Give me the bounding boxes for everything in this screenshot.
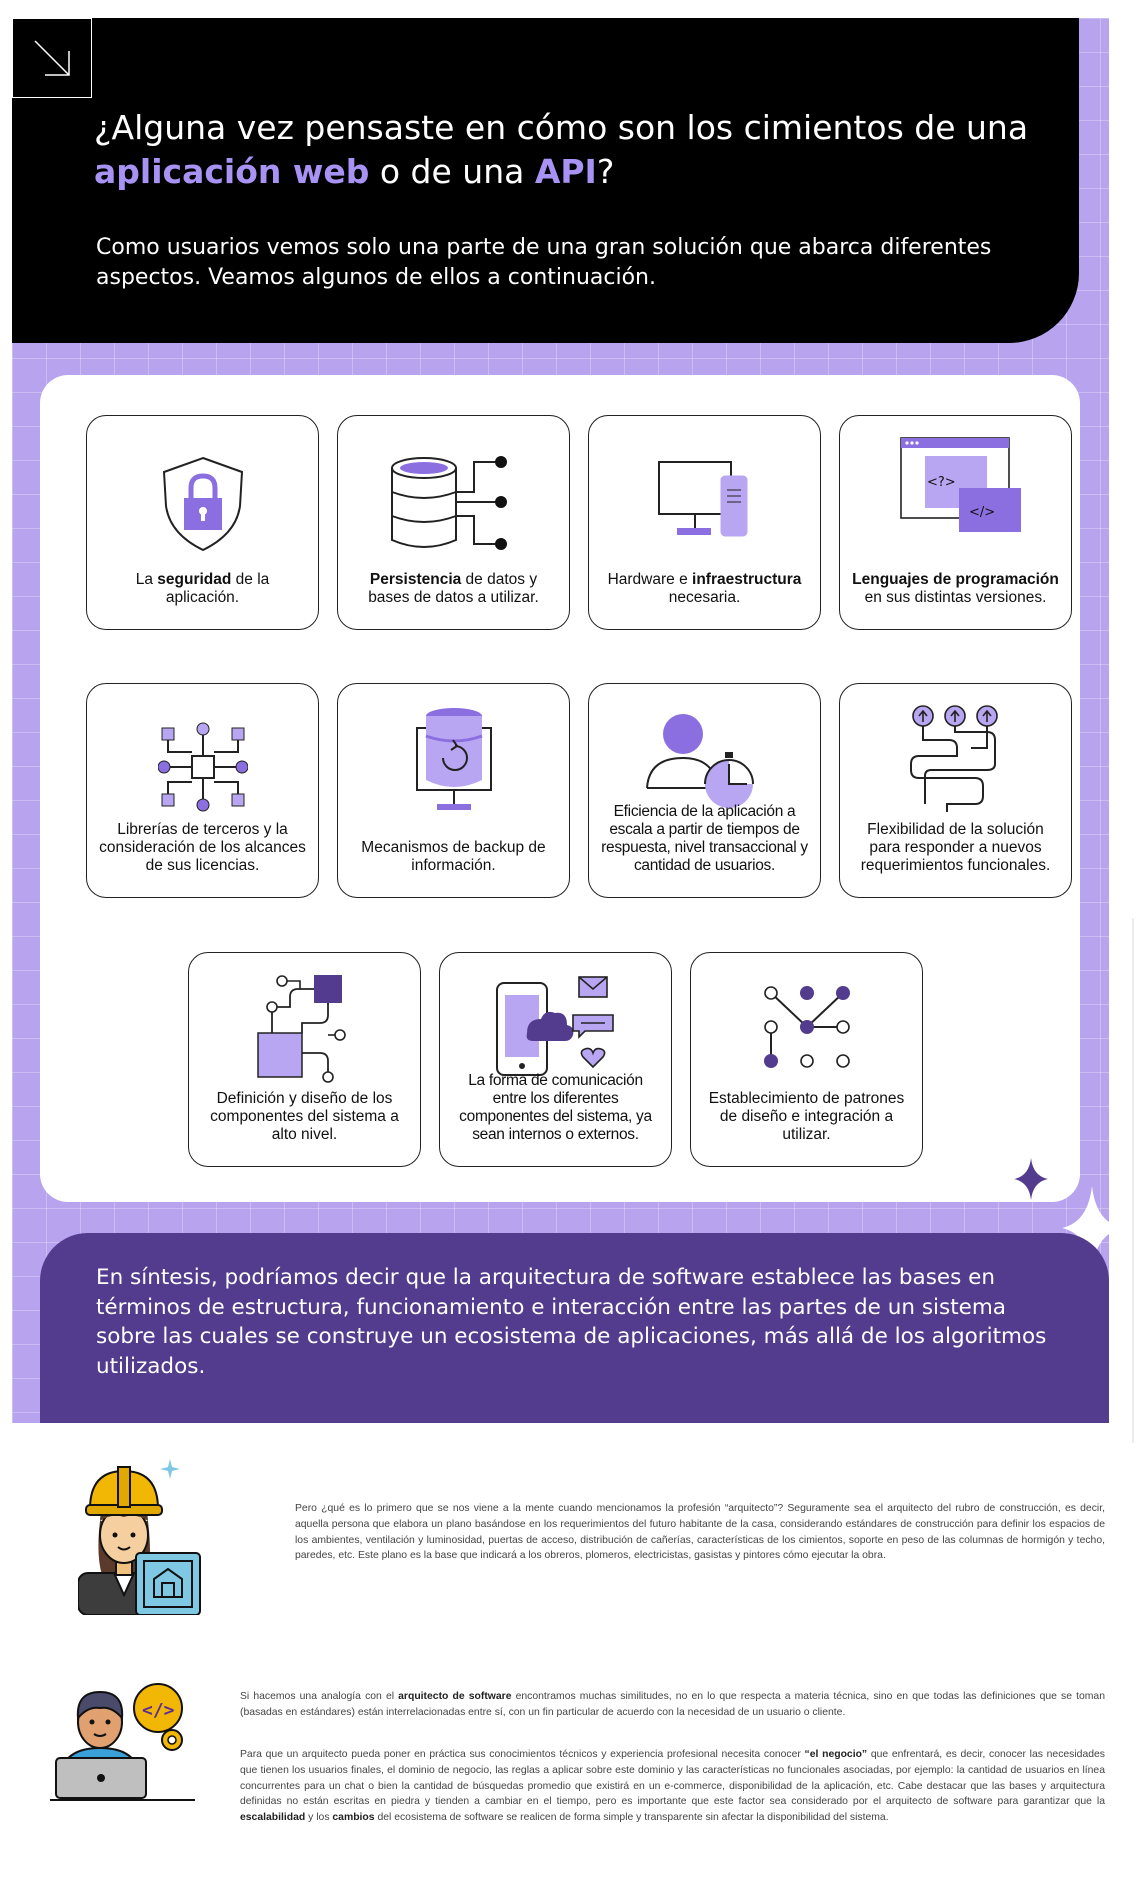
- svg-text:</>: </>: [142, 1700, 175, 1721]
- page-title: ¿Alguna vez pensaste en cómo son los cim…: [94, 108, 1029, 191]
- architect-paragraph: Pero ¿qué es lo primero que se nos viene…: [295, 1503, 1105, 1562]
- card-efficiency: Eficiencia de la aplicación a escala a p…: [588, 683, 821, 898]
- architect-avatar-icon: [78, 1459, 201, 1615]
- card-flexibility: Flexibilidad de la solución para respond…: [839, 683, 1072, 898]
- intro-text: Como usuarios vemos solo una parte de un…: [96, 235, 992, 290]
- card-label: La seguridad de la aplicación.: [135, 571, 270, 606]
- card-label: Hardware e infraestructura necesaria.: [607, 571, 802, 606]
- code-window-icon: <?> </>: [899, 437, 1021, 532]
- arrow-down-right-icon: [34, 40, 70, 76]
- phone-communication-icon: [495, 976, 614, 1076]
- database-icon: [390, 456, 507, 550]
- infographic: ¿Alguna vez pensaste en cómo son los cim…: [12, 18, 1109, 1423]
- card-persistence: Persistencia de datos y bases de datos a…: [337, 415, 570, 630]
- computer-icon: [657, 461, 747, 537]
- card-hardware: Hardware e infraestructura necesaria.: [588, 415, 821, 630]
- scroll-track: [1132, 918, 1134, 1443]
- card-design: Definición y diseño de los componentes d…: [188, 952, 421, 1167]
- svg-text:<?>: <?>: [927, 475, 956, 490]
- card-languages: <?> </> Lenguajes de programación en sus…: [839, 415, 1072, 630]
- flowchart-icon: [909, 705, 998, 812]
- shield-lock-icon: [162, 456, 243, 552]
- software-architect-paragraph: Si hacemos una analogía con el arquitect…: [240, 1691, 1105, 1718]
- card-security: La seguridad de la aplicación.: [86, 415, 319, 630]
- network-chip-icon: [157, 722, 248, 812]
- card-label: Persistencia de datos y bases de datos a…: [368, 571, 539, 606]
- sparkle-icon: [1014, 1158, 1048, 1200]
- card-label: Librerías de terceros y la consideración…: [99, 821, 306, 874]
- components-diagram-icon: [256, 975, 346, 1083]
- backup-database-icon: [415, 708, 492, 810]
- summary-block: En síntesis, podríamos decir que la arqu…: [40, 1233, 1109, 1423]
- card-label: Establecimiento de patrones de diseño e …: [708, 1090, 905, 1143]
- card-libraries: Librerías de terceros y la consideración…: [86, 683, 319, 898]
- card-label: Flexibilidad de la solución para respond…: [860, 821, 1051, 874]
- card-patterns: Establecimiento de patrones de diseño e …: [690, 952, 923, 1167]
- card-label: Eficiencia de la aplicación a escala a p…: [601, 803, 808, 874]
- card-label: Mecanismos de backup de información.: [361, 839, 546, 874]
- header-block: ¿Alguna vez pensaste en cómo son los cim…: [12, 18, 1079, 343]
- pattern-grid-icon: [763, 986, 850, 1068]
- svg-text:</>: </>: [969, 505, 995, 520]
- summary-text: En síntesis, podríamos decir que la arqu…: [96, 1265, 1047, 1379]
- card-label: La forma de comunicación entre los difer…: [459, 1072, 652, 1143]
- card-label: Definición y diseño de los componentes d…: [210, 1090, 399, 1143]
- card-communication: La forma de comunicación entre los difer…: [439, 952, 672, 1167]
- card-backup: Mecanismos de backup de información.: [337, 683, 570, 898]
- user-timer-icon: [645, 714, 754, 808]
- card-label: Lenguajes de programación en sus distint…: [852, 571, 1059, 606]
- arrow-box: [12, 18, 92, 98]
- developer-avatar-icon: </>: [50, 1683, 195, 1801]
- business-paragraph: Para que un arquitecto pueda poner en pr…: [240, 1749, 1105, 1824]
- cards-panel: La seguridad de la aplicación. Persisten…: [40, 375, 1080, 1202]
